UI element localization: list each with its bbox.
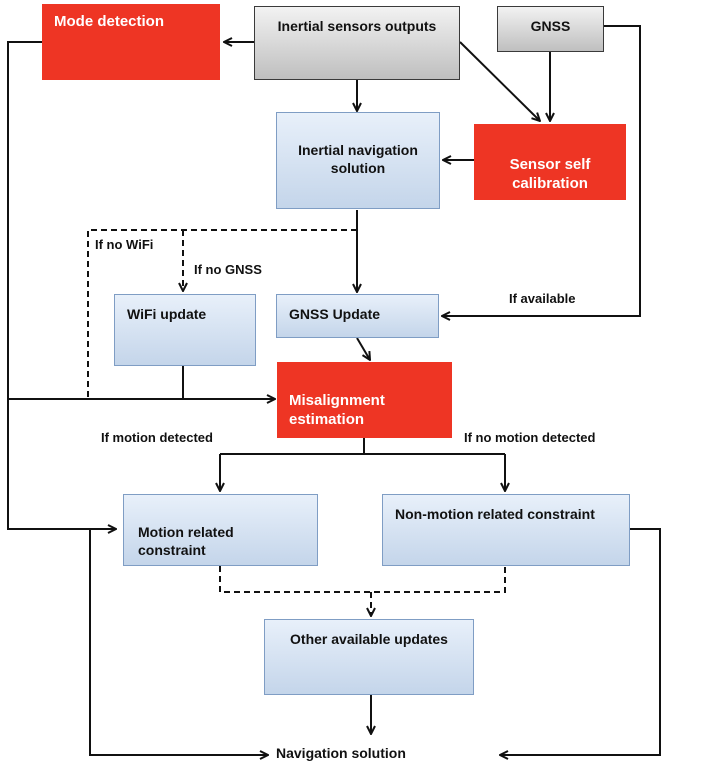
- edge-nonmotion-to-nav: [500, 528, 661, 755]
- label-if-no-motion: If no motion detected: [464, 430, 596, 445]
- mode-detection-label: Mode detection: [54, 13, 165, 30]
- inertial-sensors-box: Inertial sensors outputs: [254, 6, 460, 80]
- other-updates-label: Other available updates: [290, 631, 448, 647]
- wifi-update-box: WiFi update: [114, 294, 256, 366]
- misalignment-label: Misalignment estimation: [289, 392, 385, 428]
- gnss-update-label: GNSS Update: [289, 306, 381, 322]
- edge-mode-left-bus: [7, 41, 116, 529]
- edge-dashed-constraints-merge: [219, 566, 506, 593]
- sensor-calibration-label: Sensor self calibration: [509, 156, 591, 192]
- gnss-box: GNSS: [497, 6, 604, 52]
- other-updates-box: Other available updates: [264, 619, 474, 695]
- inertial-nav-label: Inertial navigation solution: [298, 142, 418, 176]
- inertial-sensors-label: Inertial sensors outputs: [277, 18, 437, 34]
- edge-gnssupdate-to-misalign: [356, 337, 370, 360]
- inertial-nav-box: Inertial navigation solution: [276, 112, 440, 209]
- nonmotion-constraint-box: Non-motion related constraint: [382, 494, 630, 566]
- label-if-no-gnss: If no GNSS: [194, 262, 262, 277]
- nav-solution-label: Navigation solution: [276, 745, 406, 761]
- edge-dashed-ins-split: [87, 229, 357, 399]
- wifi-update-label: WiFi update: [127, 306, 207, 322]
- mode-detection-box: Mode detection: [42, 4, 220, 80]
- nonmotion-constraint-label: Non-motion related constraint: [395, 506, 595, 522]
- label-if-available: If available: [509, 291, 576, 306]
- gnss-label: GNSS: [530, 18, 571, 34]
- edge-motion-to-nav: [89, 528, 268, 755]
- edge-gnss-to-gnssupdate: [442, 25, 641, 316]
- label-if-motion: If motion detected: [101, 430, 213, 445]
- edge-sensors-to-calib: [459, 41, 540, 121]
- motion-constraint-label: Motion related constraint: [138, 524, 234, 558]
- misalignment-box: Misalignment estimation: [277, 362, 452, 438]
- sensor-calibration-box: Sensor self calibration: [474, 124, 626, 200]
- label-if-no-wifi: If no WiFi: [95, 237, 154, 252]
- motion-constraint-box: Motion related constraint: [123, 494, 318, 566]
- gnss-update-box: GNSS Update: [276, 294, 439, 338]
